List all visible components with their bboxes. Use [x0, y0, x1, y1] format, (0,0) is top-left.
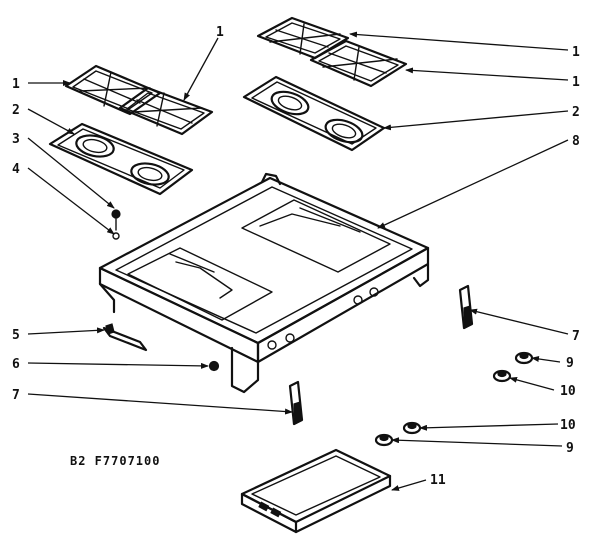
burner-grate-right-pair	[256, 16, 408, 88]
callout-9-upper: 9	[566, 356, 574, 371]
knob-9-lower	[374, 433, 394, 447]
callout-4: 4	[12, 162, 20, 177]
callout-1-right-mid: 1	[572, 75, 580, 90]
callout-1-left: 1	[12, 77, 20, 92]
callout-5: 5	[12, 328, 20, 343]
callout-1-right-top: 1	[572, 45, 580, 60]
knob-10-upper	[492, 369, 512, 383]
callout-3: 3	[12, 132, 20, 147]
mounting-clip	[102, 323, 148, 352]
burner-drip-pan-left	[48, 122, 194, 196]
cooktop-frame	[98, 172, 430, 394]
burner-drip-pan-right	[242, 75, 386, 152]
knob-9-upper	[514, 351, 534, 365]
knob-10-lower	[402, 421, 422, 435]
bracket-right	[458, 284, 474, 330]
burner-grate-left-pair	[64, 64, 214, 136]
callout-9-lower: 9	[566, 441, 574, 456]
tray-panel	[240, 448, 392, 534]
callout-10-upper: 10	[560, 384, 576, 399]
callout-11: 11	[430, 473, 446, 488]
callout-6: 6	[12, 357, 20, 372]
callout-2-left: 2	[12, 103, 20, 118]
callout-2-right: 2	[572, 105, 580, 120]
screw-part	[111, 209, 121, 240]
callout-10-lower: 10	[560, 418, 576, 433]
bumper-part	[208, 360, 220, 372]
callout-7-right: 7	[572, 329, 580, 344]
callout-1-left-top: 1	[216, 25, 224, 40]
callout-labels: 1 1 1 1 2 2 3 4 5 6 7 7 8 9 9 10 10 11	[12, 25, 580, 488]
reference-code: B2 F7707100	[70, 454, 160, 468]
leader-lines	[27, 31, 569, 491]
bracket-left	[288, 380, 304, 426]
callout-7-left: 7	[12, 388, 20, 403]
callout-8: 8	[572, 134, 580, 149]
